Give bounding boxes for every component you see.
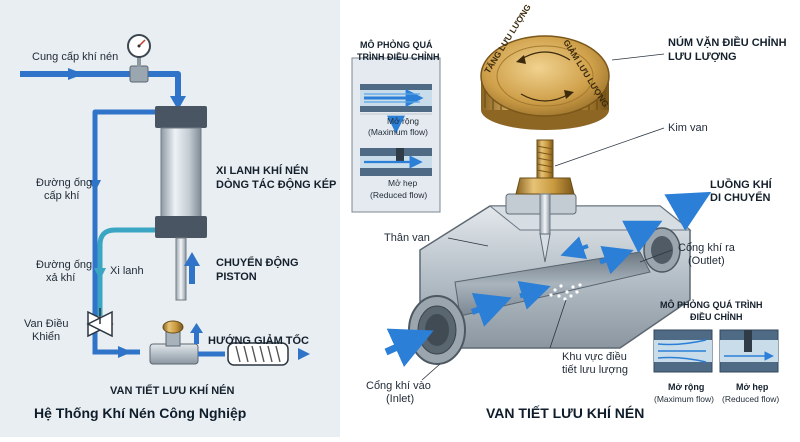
right-title: VAN TIẾT LƯU KHÍ NÉN <box>486 405 644 421</box>
knob-label-line2: LƯU LƯỢNG <box>668 51 737 63</box>
sim-bottom-open-line1: Mở rộng <box>668 382 704 392</box>
control-valve-label-line2: Khiển <box>32 331 60 343</box>
throttle-valve-label: VAN TIẾT LƯU KHÍ NÉN <box>110 384 234 397</box>
knob-label-line1: NÚM VẶN ĐIỀU CHỈNH <box>668 36 787 49</box>
exhaust-pipe-label-line1: Đường ống <box>36 259 92 271</box>
pressure-gauge-icon <box>127 34 151 83</box>
supply-pipe-label-line1: Đường ống <box>36 177 92 189</box>
inlet-label-line2: (Inlet) <box>386 393 414 405</box>
cylinder-label-line1: XI LANH KHÍ NÉN <box>216 164 308 177</box>
sim-top-open-line2: (Maximum flow) <box>368 127 428 137</box>
sim-bottom-title-line1: MÔ PHỎNG QUÁ TRÌNH <box>660 299 763 310</box>
flow-arrows <box>384 191 712 367</box>
control-zone-label-line1: Khu vực điều <box>562 351 627 363</box>
outlet-label-line2: (Outlet) <box>688 255 725 267</box>
cylinder-label-line2: DÒNG TÁC ĐỘNG KÉP <box>216 178 336 191</box>
adjustment-knob <box>480 35 610 130</box>
sim-top-title-line2: TRÌNH ĐIỀU CHỈNH <box>357 51 440 62</box>
simulation-bottom-panel <box>653 329 779 373</box>
sim-top-title-line1: MÔ PHỎNG QUÁ <box>360 39 433 50</box>
throttle-valve-icon <box>118 320 310 366</box>
control-valve-label-line1: Van Điều <box>24 318 68 330</box>
sim-top-open-line1: Mở rộng <box>387 116 419 126</box>
piston-direction-arrow <box>184 252 200 284</box>
inlet-label-line1: Cổng khí vào <box>366 380 431 392</box>
body-label: Thân van <box>384 232 430 244</box>
muffler-icon <box>235 345 281 363</box>
control-zone-label-line2: tiết lưu lượng <box>562 364 628 376</box>
sim-top-narrow-line1: Mở hẹp <box>388 178 417 188</box>
sim-bottom-narrow-line2: (Reduced flow) <box>722 394 779 404</box>
deceleration-label: HƯỚNG GIẢM TỐC <box>208 333 309 347</box>
airflow-label-line2: DI CHUYỂN <box>710 191 771 204</box>
leader-lines <box>421 53 673 381</box>
control-valve-icon <box>86 308 114 338</box>
airflow-label-line1: LUỒNG KHÍ <box>710 178 773 191</box>
deceleration-arrow <box>190 323 203 344</box>
piston-label-line1: CHUYỂN ĐỘNG <box>216 256 299 269</box>
piston-label-line2: PISTON <box>216 271 257 283</box>
sim-bottom-title-line2: ĐIỀU CHỈNH <box>690 311 743 322</box>
needle-label: Kim van <box>668 122 708 134</box>
sim-bottom-narrow-line1: Mở hẹp <box>736 382 769 392</box>
pneumatic-cylinder <box>155 106 207 301</box>
supply-pipe <box>20 68 186 110</box>
supply-pipe-label-line2: cấp khí <box>44 190 79 202</box>
exhaust-pipe-label-line2: xả khí <box>46 272 75 284</box>
cylinder-body-label: Xi lanh <box>110 265 144 277</box>
left-title: Hệ Thống Khí Nén Công Nghiệp <box>34 405 246 421</box>
sim-top-narrow-line2: (Reduced flow) <box>370 190 427 200</box>
flow-control-zone <box>549 283 582 301</box>
needle-valve-stem <box>515 139 575 263</box>
supply-label: Cung cấp khí nén <box>32 51 118 63</box>
outlet-label-line1: Cổng khí ra <box>678 242 736 254</box>
simulation-top-panel <box>351 57 441 213</box>
sim-bottom-open-line2: (Maximum flow) <box>654 394 714 404</box>
exhaust-line <box>94 227 155 316</box>
